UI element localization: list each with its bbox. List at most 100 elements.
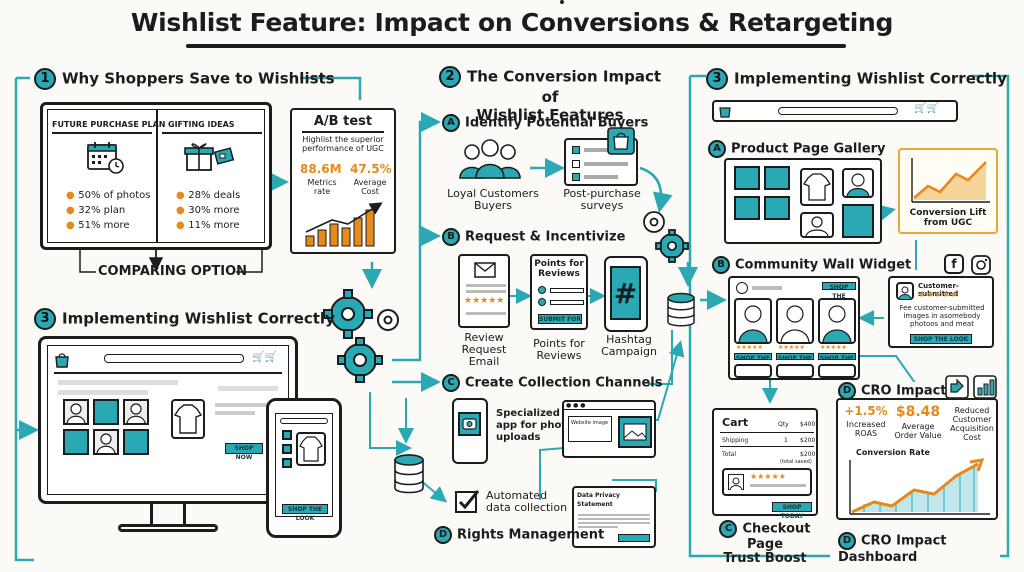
tshirt-product-image[interactable] [800, 168, 834, 206]
ab-metric-1-label: Metrics rate [307, 178, 337, 196]
desktop-monitor: 🛒🛒 SHOP NOW [38, 336, 298, 504]
ab-test-desc: Highlist the superior performance of UGC [302, 134, 384, 153]
shopping-bag-icon [55, 353, 69, 368]
ugc-photo[interactable] [123, 399, 149, 425]
customer-desc: Fee customer-submitted images in asomebo… [899, 304, 985, 328]
ugc-portrait[interactable] [842, 168, 874, 198]
search-bar[interactable] [778, 107, 898, 115]
metric-roas-value: +1.5% [844, 404, 888, 418]
privacy-accept-button[interactable] [618, 534, 650, 542]
ugc-portrait[interactable] [776, 298, 814, 344]
stat-item: ● 51% more [66, 220, 130, 231]
community-wall-widget: SHOP THE LOOK ★★★★★ ★★★★★ ★★★★★ SHOP THE… [728, 276, 860, 380]
shopping-bag-icon [719, 107, 731, 118]
cart-icon[interactable]: 🛒🛒 [252, 352, 277, 363]
col-gifting-header: GIFTING IDEAS [168, 120, 235, 129]
calendar-icon [87, 142, 124, 174]
email-icon [474, 262, 496, 278]
phone-search-bar[interactable] [280, 418, 328, 424]
review-email-card: ★★★★★ [458, 254, 510, 328]
cart-icon[interactable]: 🛒🛒 [914, 103, 939, 114]
cart-shop-button[interactable]: SHOP TODAY [772, 502, 812, 520]
gallery-photo[interactable] [842, 204, 874, 238]
customer-title: Customer-submitted [918, 282, 959, 298]
cart-title: Cart [722, 416, 749, 429]
col-future-stats: ● 50% of photos ● 32% plan ● 51% more [66, 188, 151, 233]
dashboard-icons [945, 375, 997, 399]
submit-for-button[interactable]: SUBMIT FOR [538, 314, 582, 324]
website-image-label: Website image [571, 420, 609, 426]
conversion-rate-label: Conversion Rate [856, 448, 930, 457]
gallery-photo[interactable] [764, 166, 790, 190]
comparing-option-label: COMPARING OPTION [98, 264, 248, 279]
search-bar[interactable] [104, 354, 244, 363]
ugc-portrait[interactable] [800, 212, 834, 238]
ugc-photo[interactable] [63, 399, 89, 425]
ugc-photo[interactable] [123, 429, 149, 455]
ugc-portrait[interactable] [818, 298, 856, 344]
gallery-photo[interactable] [764, 196, 790, 220]
stat-item: ● 11% more [176, 220, 240, 231]
camera-icon [458, 412, 481, 436]
widget-shop-button[interactable]: SHOP THE LOOK [818, 353, 856, 371]
growth-line-chart-icon [911, 158, 990, 203]
stat-item: ● 28% deals [176, 190, 241, 201]
widget-shop-button[interactable]: SHOP THE LOOK [776, 353, 814, 371]
browser-header: 🛒🛒 [712, 100, 958, 122]
gallery-photo[interactable] [734, 166, 760, 190]
website-upload-window: ● ● ● Website image [562, 400, 656, 458]
avatar [896, 282, 914, 300]
ab-test-card: A/B test Highlist the superior performan… [290, 108, 396, 254]
checkbox-checked-icon [455, 490, 480, 513]
stat-item: ● 50% of photos [66, 190, 151, 201]
ugc-photo[interactable] [93, 399, 119, 425]
privacy-title: Data Privacy Statement [577, 492, 620, 508]
customer-shop-button[interactable]: SHOP THE LOOK [910, 334, 972, 344]
shop-now-button[interactable]: SHOP NOW [225, 443, 263, 461]
gallery-photo[interactable] [734, 196, 760, 220]
facebook-icon[interactable]: f [944, 254, 964, 274]
database-icon [667, 292, 695, 327]
buyers-group-icon [459, 139, 521, 179]
rating-stars: ★★★★★ [464, 296, 505, 306]
ugc-photo[interactable] [63, 429, 89, 455]
gears-icon [323, 289, 399, 383]
hashtag-phone: # [604, 256, 648, 332]
section-3-right-number: 3 [706, 68, 728, 90]
bar-growth-chart-icon [305, 202, 383, 247]
ab-test-title: A/B test [313, 114, 373, 129]
hashtag-icon: # [610, 266, 641, 320]
shop-the-look-button[interactable]: SHOP THE LOOK [282, 504, 328, 522]
tshirt-product-image[interactable] [171, 399, 205, 439]
ab-metric-1-value: 88.6M [300, 162, 342, 176]
section-1-number: 1 [34, 68, 56, 90]
ugc-photo[interactable] [93, 429, 119, 455]
widget-shop-button[interactable]: SHOP THE LOOK [822, 282, 856, 309]
customer-stars: ★★★★★ [918, 290, 959, 300]
upload-phone [452, 398, 488, 464]
stat-item: ● 32% plan [66, 205, 126, 216]
ugc-portrait[interactable] [734, 298, 772, 344]
cart-panel: Cart Qty $400 Shipping 1 $200 Total $200… [712, 408, 818, 520]
ab-metric-2-label: Average Cost [353, 178, 387, 196]
wishlist-monitor: FUTURE PURCHASE PLAN GIFTING IDEAS ● 50%… [40, 102, 272, 250]
monitor-base [118, 524, 218, 532]
database-icon [394, 454, 424, 494]
widget-shop-button[interactable]: SHOP THE LOOK [734, 353, 772, 371]
product-gallery-window [724, 158, 882, 244]
instagram-icon[interactable] [970, 254, 992, 276]
